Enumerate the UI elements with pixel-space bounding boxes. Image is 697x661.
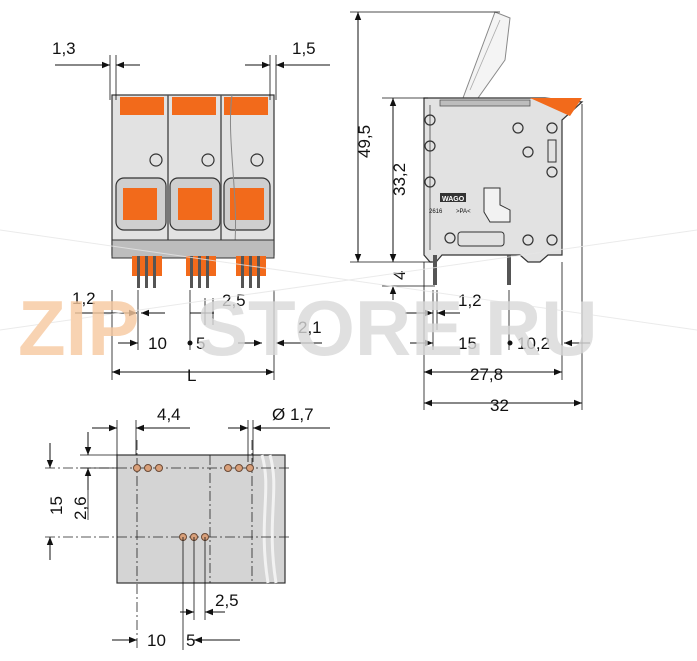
- dim-15-side: 15: [458, 334, 477, 353]
- pcb-hole: [224, 464, 232, 472]
- brand-mark: WAGO: [442, 196, 465, 203]
- front-pole: [169, 97, 221, 231]
- watermark-zip: ZIP: [18, 284, 139, 372]
- pcb-hole: [246, 464, 254, 472]
- side-body: [423, 97, 584, 263]
- dim-33-2: 33,2: [390, 163, 409, 196]
- pcb-hole: [144, 464, 152, 472]
- front-pole: [115, 97, 167, 231]
- dim-15-pcb: 15: [47, 496, 66, 515]
- release-button-1: [123, 188, 157, 220]
- part-mark: 2616: [429, 209, 443, 215]
- dim-1-2-side: 1,2: [458, 291, 482, 310]
- lever-top-3: [224, 97, 268, 115]
- lever-open: [462, 11, 511, 99]
- pcb-outline: [116, 454, 286, 584]
- dim-1-5: 1,5: [292, 39, 316, 58]
- dim-L: L: [187, 366, 196, 385]
- pcb-hole: [155, 464, 163, 472]
- dim-2-1: 2,1: [298, 318, 322, 337]
- dim-27-8: 27,8: [470, 365, 503, 384]
- dim-32: 32: [490, 396, 509, 415]
- dim-5-front: 5: [196, 334, 205, 353]
- lever-top-2: [172, 97, 216, 115]
- dim-5-pcb: 5: [186, 631, 195, 650]
- dim-1-3: 1,3: [52, 39, 76, 58]
- dim-hole-diameter: Ø 1,7: [272, 405, 314, 424]
- front-body: [111, 94, 275, 256]
- dim-10-2: 10,2: [517, 334, 550, 353]
- watermark-store: STORE.RU: [196, 284, 598, 372]
- lever-tip: [530, 98, 582, 116]
- dim-1-2-front: 1,2: [72, 289, 96, 308]
- dim-49-5: 49,5: [355, 125, 374, 158]
- dim-10-front: 10: [148, 334, 167, 353]
- pcb-layout: 4,4 Ø 1,7 15 2,6 2,5 10 5: [45, 405, 330, 650]
- dim-2-5-pcb: 2,5: [215, 591, 239, 610]
- side-pin-1: [433, 255, 437, 285]
- side-pin-2: [507, 255, 511, 285]
- pcb-hole: [133, 464, 141, 472]
- dim-4-4: 4,4: [157, 405, 181, 424]
- pcb-hole: [235, 464, 243, 472]
- release-button-2: [178, 188, 212, 220]
- front-view: 1,3 1,5 1,2 2,5 10 5 2,1 L: [52, 39, 330, 385]
- dim-10-pcb: 10: [147, 631, 166, 650]
- side-view: WAGO 2616 >PA< 49,5 33,2 4 1,2 15: [350, 11, 590, 415]
- dim-4: 4: [390, 271, 409, 280]
- pcb-holes: [133, 464, 254, 541]
- dim-2-6: 2,6: [71, 496, 90, 520]
- watermark: ZIP STORE.RU: [0, 229, 697, 372]
- lever-top-1: [120, 97, 164, 115]
- material-mark: >PA<: [456, 209, 471, 215]
